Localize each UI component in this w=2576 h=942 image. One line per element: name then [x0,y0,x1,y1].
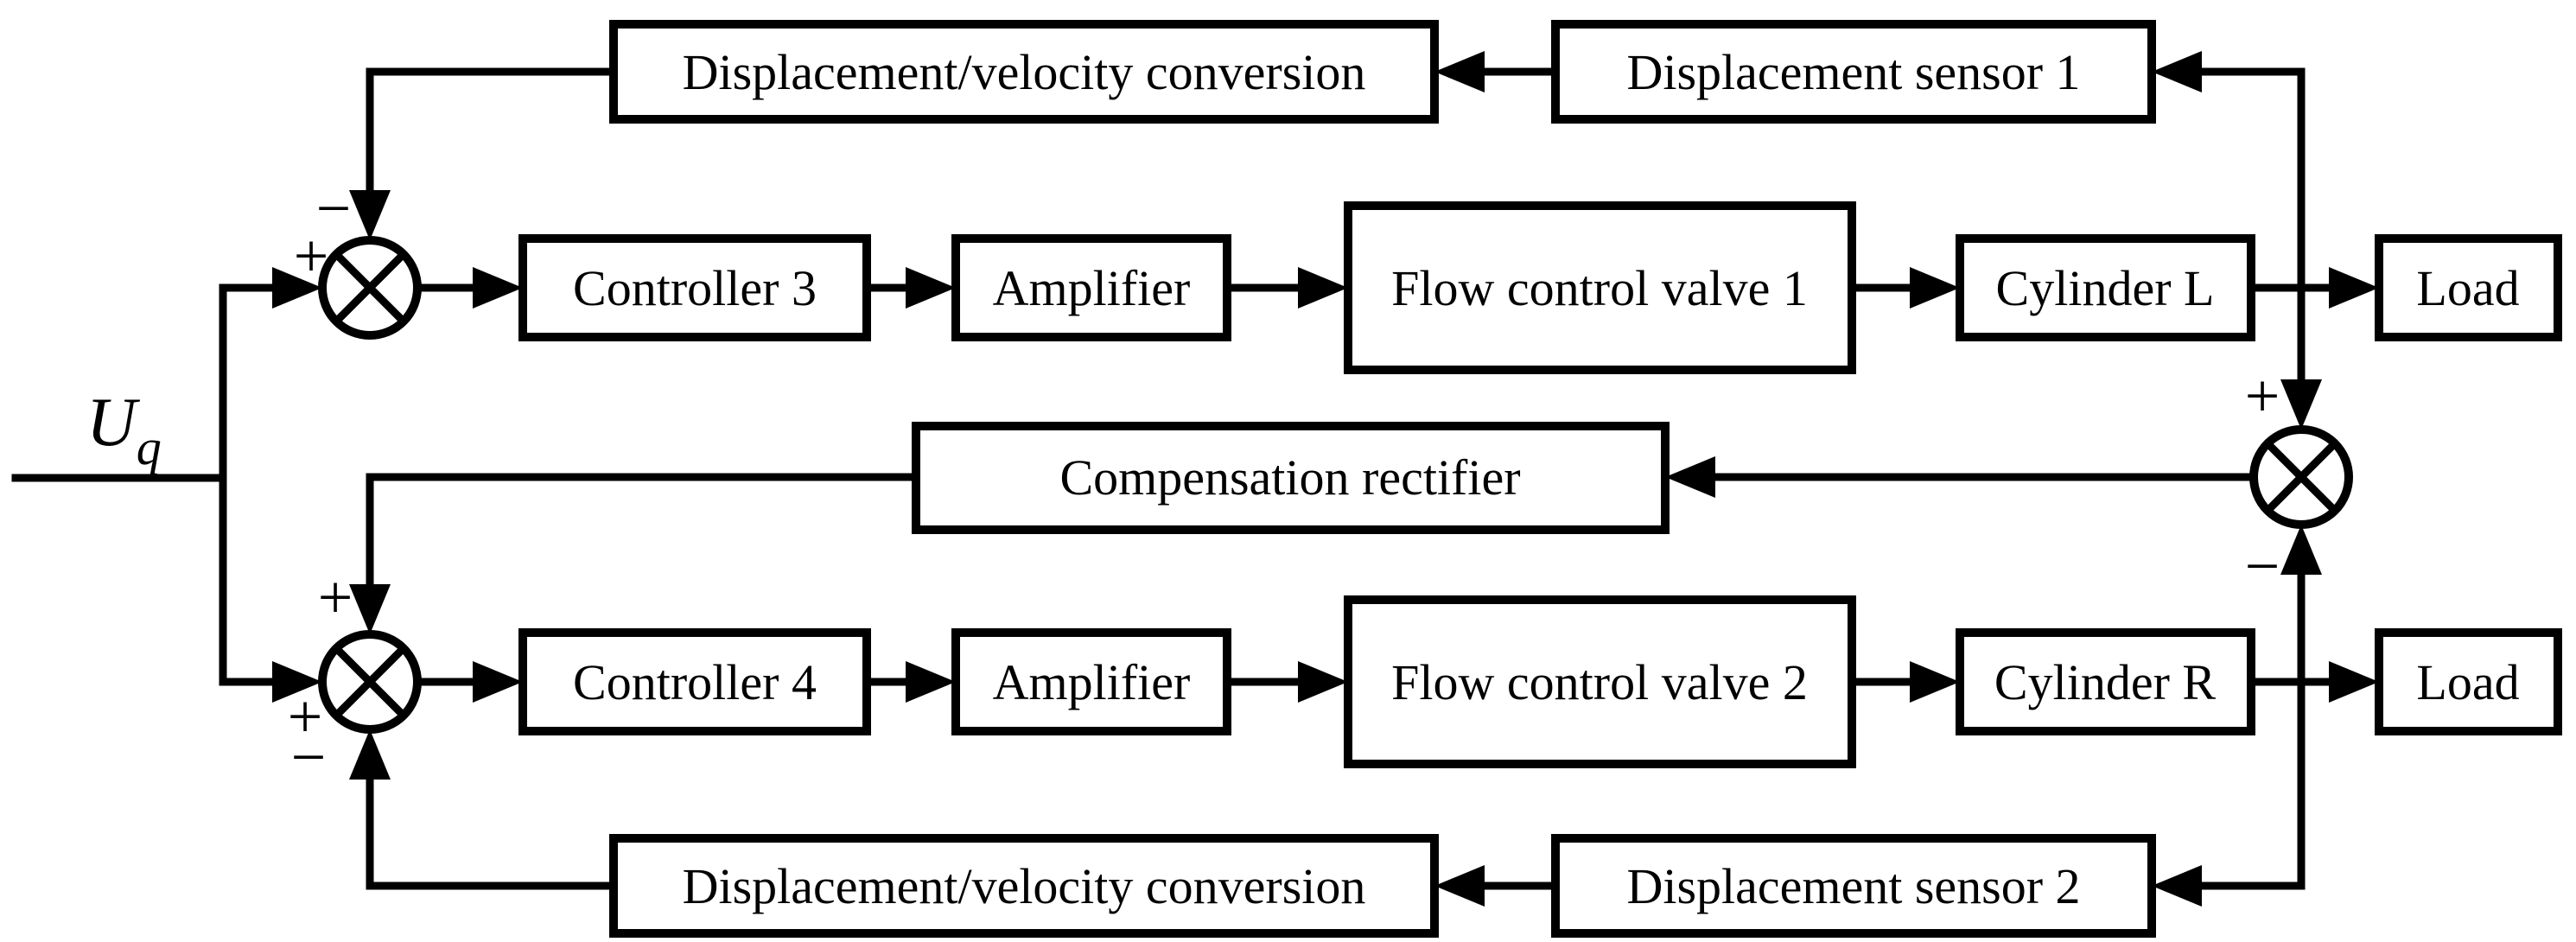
block-load-top: Load [2375,234,2562,341]
arrow-into-junction2-left [272,661,322,703]
junction3-top-sign: + [2245,361,2280,430]
block-dvc-bottom-label: Displacement/velocity conversion [683,858,1366,914]
block-dvc-bottom: Displacement/velocity conversion [609,834,1439,938]
summing-junction-2 [318,630,422,734]
block-controller4-label: Controller 4 [573,654,817,710]
block-cylinder-r-label: Cylinder R [1994,654,2216,710]
arrow-into-junction3-top [2280,379,2322,430]
arrow-into-controller4 [473,661,523,703]
block-dvc-top-box [609,20,1439,124]
junction1-cross-b [330,248,410,328]
block-valve1: Flow control valve 1 [1344,201,1856,374]
block-compensation: Compensation rectifier [912,422,1670,534]
block-valve2-label: Flow control valve 2 [1391,654,1808,710]
block-load-top-box [2375,234,2562,341]
arrow-into-controller3 [473,267,523,309]
arrow-into-amplifier-bottom [906,661,956,703]
input-signal-label: Uq [86,385,162,475]
block-compensation-label: Compensation rectifier [1059,449,1520,506]
summing-junction-3 [2249,425,2353,529]
block-cylinder-l: Cylinder L [1956,234,2255,341]
block-amplifier-bottom-box [951,628,1231,735]
block-amplifier-top-label: Amplifier [993,260,1191,316]
arrow-into-cylinderL [1910,267,1960,309]
block-controller3: Controller 3 [518,234,871,341]
block-controller3-box [518,234,871,341]
block-load-bottom-label: Load [2416,654,2519,710]
junction-signs: − + + + − + − [288,174,2280,792]
block-sensor2: Displacement sensor 2 [1551,834,2156,938]
block-valve1-box [1344,201,1856,374]
block-cylinder-r: Cylinder R [1956,628,2255,735]
block-amplifier-bottom-label: Amplifier [993,654,1191,710]
arrow-into-junction1-left [272,267,322,309]
block-load-bottom-box [2375,628,2562,735]
block-valve2-box [1344,595,1856,768]
arrow-into-valve1 [1298,267,1348,309]
block-valve1-label: Flow control valve 1 [1391,260,1808,316]
arrow-into-load-bottom [2329,661,2379,703]
block-amplifier-top-box [951,234,1231,341]
junction1-left-sign: + [294,221,329,290]
input-signal-base: U [86,385,141,461]
block-controller4: Controller 4 [518,628,871,735]
summing-junction-1 [318,236,422,340]
arrow-into-amplifier-top [906,267,956,309]
block-sensor1-label: Displacement sensor 1 [1626,44,2080,100]
block-load-top-label: Load [2416,260,2519,316]
block-sensor1: Displacement sensor 1 [1551,20,2156,124]
arrow-into-junction1-top [349,190,391,240]
arrow-into-cylinderR [1910,661,1960,703]
block-cylinder-r-box [1956,628,2255,735]
block-sensor2-label: Displacement sensor 2 [1626,858,2080,914]
block-amplifier-top: Amplifier [951,234,1231,341]
arrow-into-valve2 [1298,661,1348,703]
junction3-bottom-sign: − [2245,531,2280,601]
arrow-into-junction2-bottom [349,729,391,780]
block-sensor2-box [1551,834,2156,938]
junction2-left-sign: + [288,682,323,751]
block-controller4-box [518,628,871,735]
input-signal-subscript: q [137,419,162,475]
wires [11,67,2337,890]
junction1-top-sign: − [316,174,352,243]
arrow-into-dvc-bottom [1434,865,1485,907]
block-dvc-top-label: Displacement/velocity conversion [683,44,1366,100]
arrow-into-junction3-bottom [2280,525,2322,575]
arrowheads [272,51,2379,907]
arrow-into-load-top [2329,267,2379,309]
block-compensation-box [912,422,1670,534]
arrow-into-sensor2 [2152,865,2202,907]
block-valve2: Flow control valve 2 [1344,595,1856,768]
junction2-cross-b [330,642,410,722]
block-amplifier-bottom: Amplifier [951,628,1231,735]
arrow-into-dvc-top [1434,51,1485,92]
block-cylinder-l-box [1956,234,2255,341]
junction2-top-sign: + [318,563,353,632]
block-controller3-label: Controller 3 [573,260,817,316]
arrow-into-sensor1 [2152,51,2202,92]
block-dvc-bottom-box [609,834,1439,938]
block-cylinder-l-label: Cylinder L [1996,260,2215,316]
junction2-bottom-sign: − [291,722,327,792]
arrow-into-compensation [1665,456,1715,498]
junction3-cross-b [2261,437,2341,517]
arrow-into-junction2-top [349,584,391,634]
block-dvc-top: Displacement/velocity conversion [609,20,1439,124]
block-load-bottom: Load [2375,628,2562,735]
block-sensor1-box [1551,20,2156,124]
